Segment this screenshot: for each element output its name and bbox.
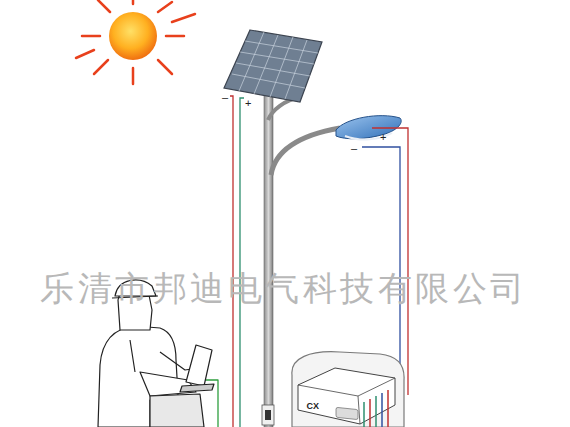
controller-label: CX [305,401,322,412]
polarity-sign: + [245,98,251,109]
panel-wires [230,96,244,427]
polarity-sign: + [380,132,386,143]
watermark: 乐清市邦迪电气科技有限公司 [40,272,528,306]
node-text: CX [307,402,320,411]
solar-panel [224,30,322,102]
polarity-sign: – [351,143,357,154]
polarity-sign: – [222,92,228,103]
sun [76,0,195,84]
charge-controller [292,352,404,427]
